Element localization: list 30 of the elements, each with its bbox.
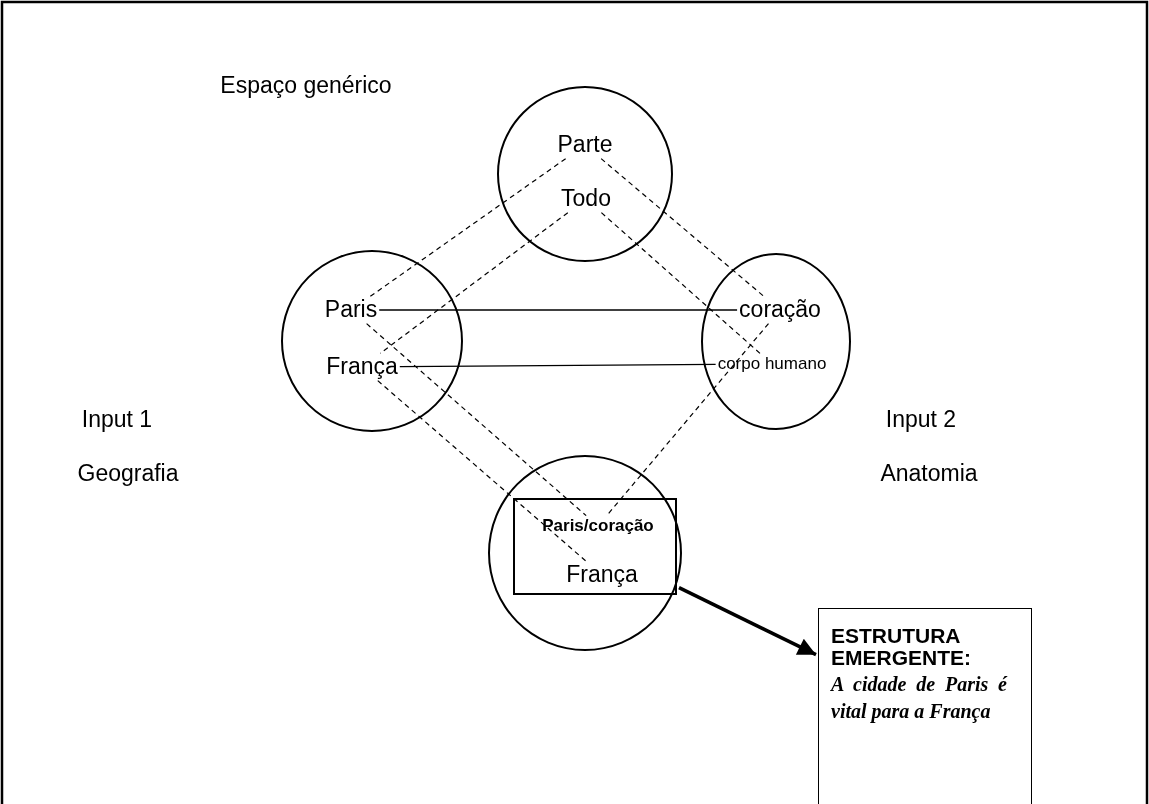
space-caption: Espaço genérico (220, 73, 392, 99)
dashed-line (377, 380, 587, 562)
concept-label: coração (739, 297, 821, 323)
rectangle-frame (513, 498, 677, 595)
concept-label: corpo humano (717, 354, 827, 374)
circle (701, 253, 851, 430)
space-caption: Anatomia (880, 461, 978, 487)
text-box (818, 608, 1032, 804)
connector-line (378, 309, 738, 311)
concept-label: Todo (561, 186, 611, 212)
concept-label: Paris/coração (542, 516, 654, 536)
concept-label: Paris (324, 297, 378, 323)
circle (281, 250, 463, 432)
dashed-line (366, 323, 587, 517)
dashed-line (600, 158, 765, 297)
space-caption: Input 1 (81, 407, 153, 433)
heading: ESTRUTURA EMERGENTE: (831, 625, 972, 670)
dashed-line (369, 158, 567, 297)
circle (497, 86, 673, 262)
connector-line (399, 363, 717, 368)
body-text: A cidade de Paris é vital para a França (831, 672, 1007, 725)
concept-label: França (566, 562, 638, 588)
concept-label: França (326, 354, 398, 380)
concept-label: Parte (557, 132, 613, 158)
space-caption: Geografia (77, 461, 179, 487)
dashed-line (379, 212, 569, 354)
circle (488, 455, 682, 651)
space-caption: Input 2 (885, 407, 957, 433)
dashed-line (600, 212, 761, 355)
arrow (678, 586, 817, 657)
